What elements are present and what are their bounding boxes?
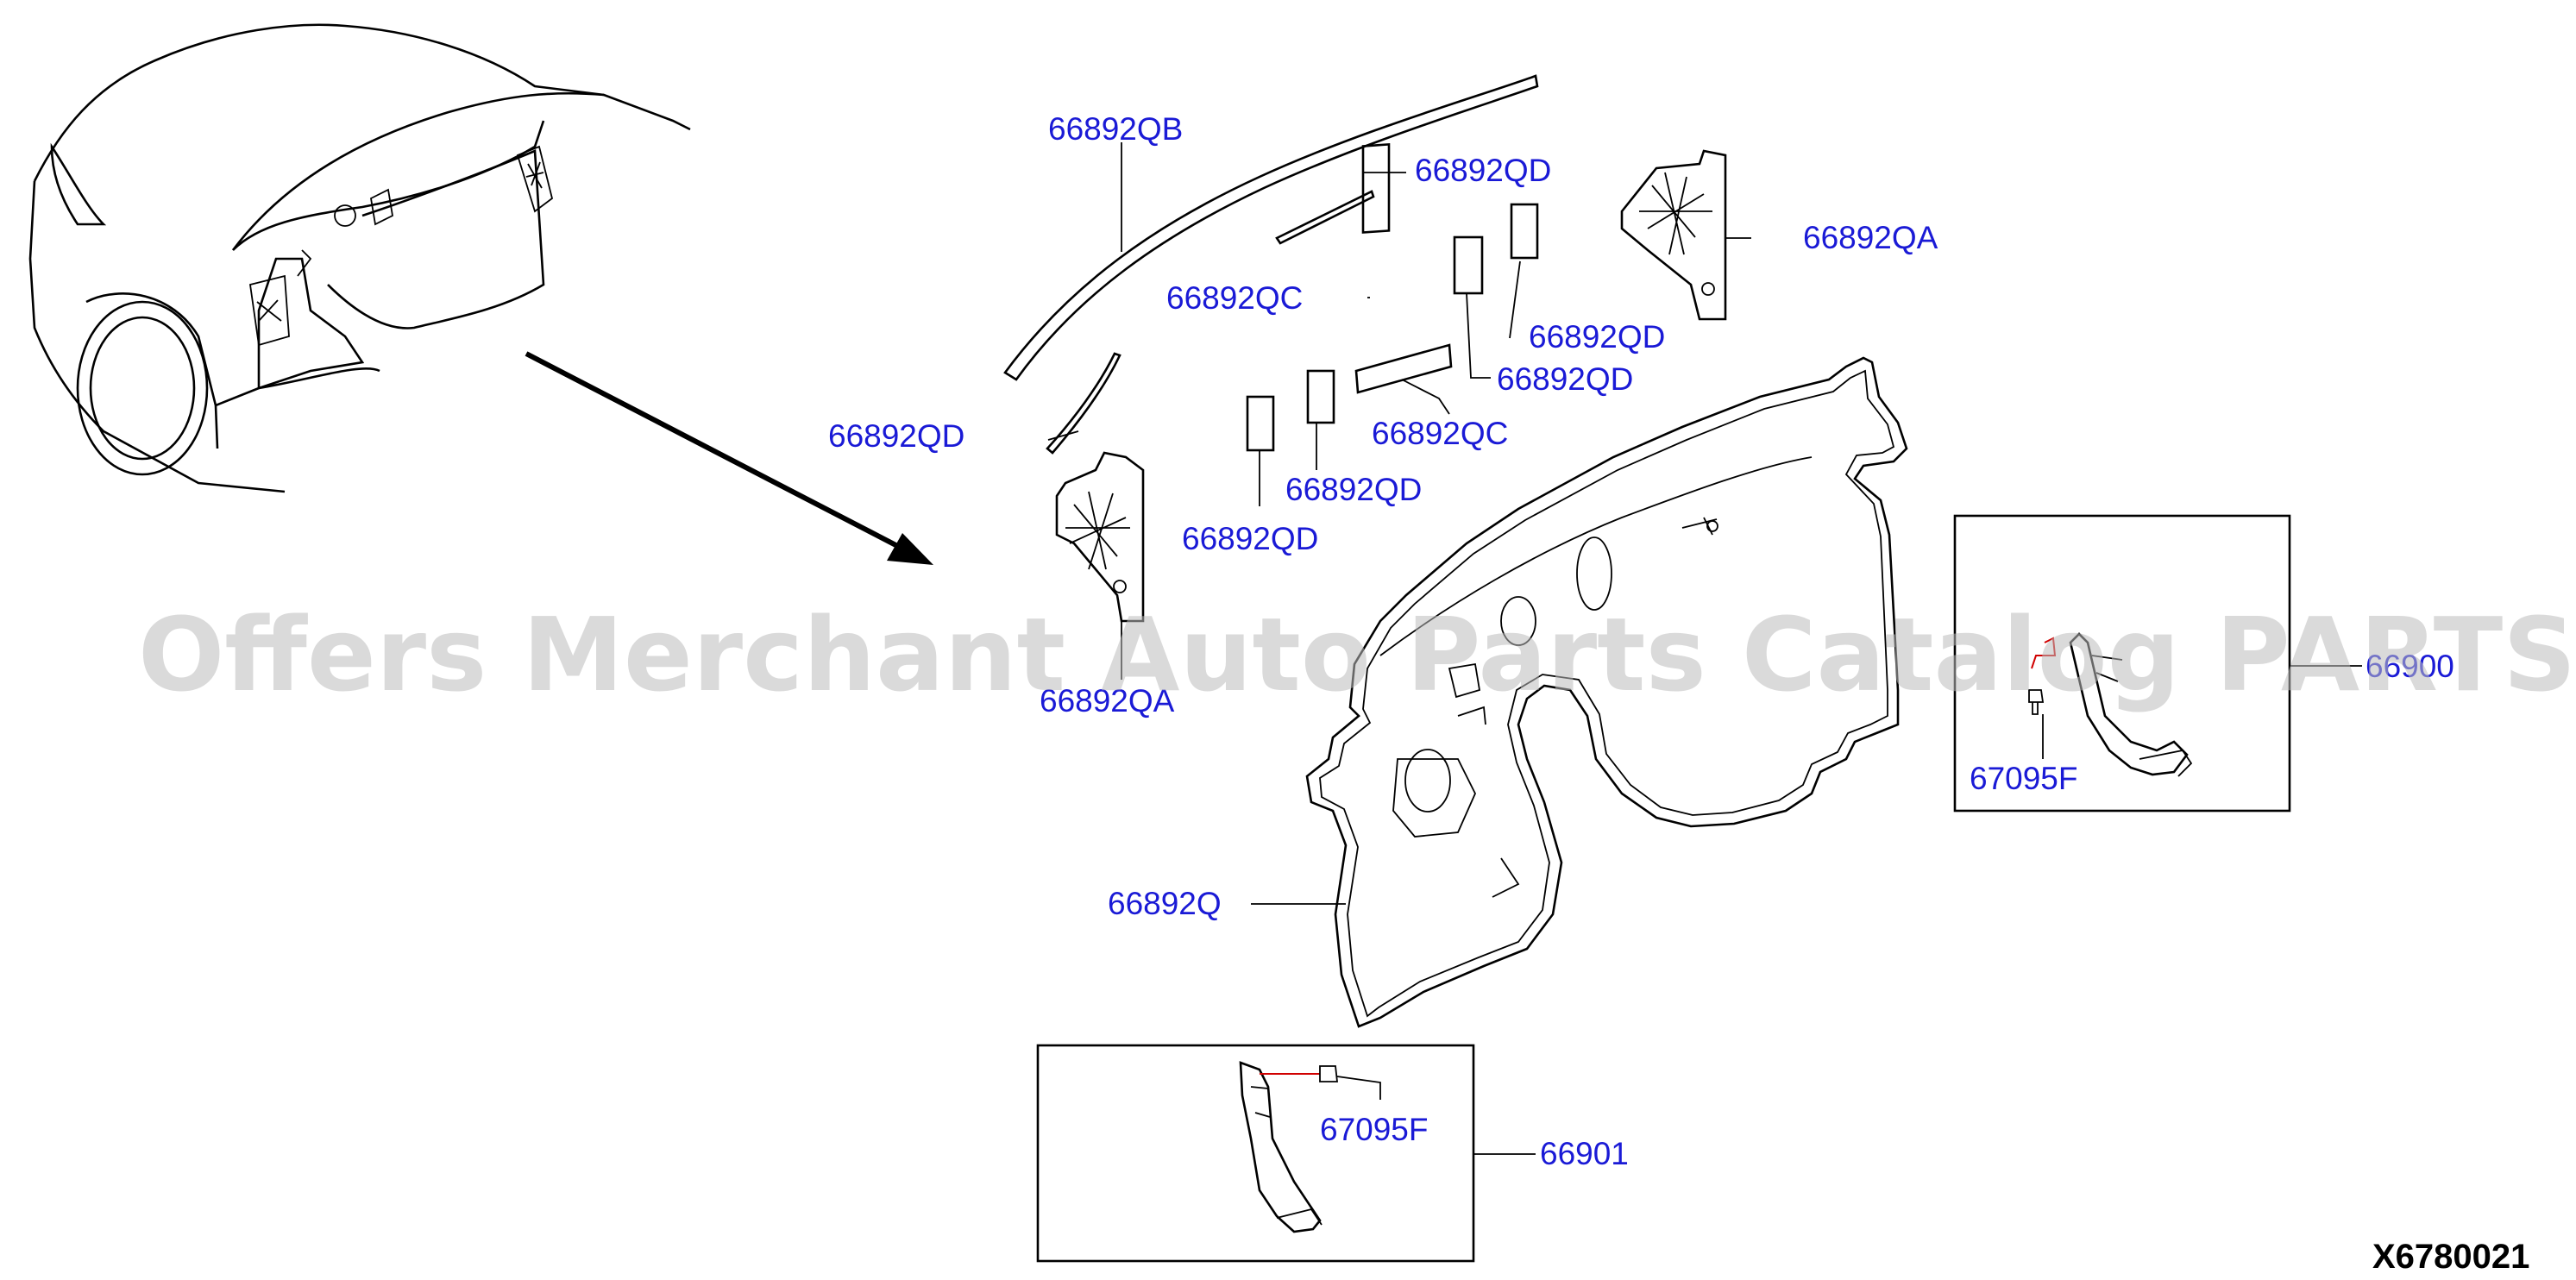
- watermark-text: Offers Merchant Auto Parts Catalog PARTS…: [138, 595, 2576, 714]
- detail-box-upper: [1953, 514, 2291, 813]
- part-66892QD-pad-d[interactable]: [1306, 369, 1335, 424]
- part-66901-trim[interactable]: [1239, 1061, 1323, 1233]
- label-66892QD-right-a[interactable]: 66892QD: [1529, 319, 1665, 355]
- label-66892QD-top[interactable]: 66892QD: [1415, 153, 1551, 188]
- vehicle-overview-illustration: [28, 23, 691, 493]
- label-67095F-upper[interactable]: 67095F: [1970, 761, 2078, 796]
- label-66892QD-right-b[interactable]: 66892QD: [1497, 361, 1633, 397]
- label-66892Q[interactable]: 66892Q: [1108, 886, 1222, 921]
- part-67095F-clip-upper[interactable]: [2028, 689, 2045, 715]
- part-66892QC-pad-vertical[interactable]: [1361, 143, 1391, 234]
- label-66892QA-left[interactable]: 66892QA: [1040, 683, 1175, 718]
- label-66901[interactable]: 66901: [1540, 1136, 1629, 1171]
- detail-box-lower: [1036, 1044, 1475, 1263]
- label-66892QB[interactable]: 66892QB: [1048, 111, 1183, 147]
- part-66892QD-thin-strip-left[interactable]: [1046, 352, 1122, 455]
- leader-lines: [1047, 142, 2362, 1155]
- direction-arrow: [525, 351, 933, 565]
- label-66892QD-mid[interactable]: 66892QD: [1285, 472, 1422, 507]
- label-66892QD-left[interactable]: 66892QD: [828, 418, 964, 454]
- part-67095F-clip-lower[interactable]: [1319, 1065, 1339, 1082]
- part-66892QB-strip[interactable]: [1003, 74, 1539, 381]
- label-66892QD-lower[interactable]: 66892QD: [1182, 521, 1318, 556]
- part-66900-trim[interactable]: [2069, 632, 2193, 777]
- label-66900[interactable]: 66900: [2366, 649, 2454, 684]
- label-66892QC-lower[interactable]: 66892QC: [1372, 416, 1508, 451]
- part-66892QC-pad-horizontal[interactable]: [1354, 343, 1453, 394]
- part-66892QD-pad-b[interactable]: [1510, 203, 1539, 260]
- part-66892QD-pad-a[interactable]: [1453, 235, 1484, 295]
- label-66892QA-right[interactable]: 66892QA: [1803, 220, 1938, 255]
- label-66892QC-upper[interactable]: 66892QC: [1166, 280, 1303, 316]
- label-67095F-lower[interactable]: 67095F: [1320, 1112, 1429, 1147]
- part-66892QA-bracket-right[interactable]: [1620, 149, 1727, 321]
- part-66892Q-dash-insulator[interactable]: [1305, 356, 1908, 1028]
- part-66892QD-pad-c[interactable]: [1246, 395, 1275, 452]
- part-66892QA-bracket-left[interactable]: [1055, 451, 1145, 623]
- diagram-code: X6780021: [2372, 1238, 2529, 1276]
- part-66892QD-thin-strip-upper[interactable]: [1275, 190, 1375, 245]
